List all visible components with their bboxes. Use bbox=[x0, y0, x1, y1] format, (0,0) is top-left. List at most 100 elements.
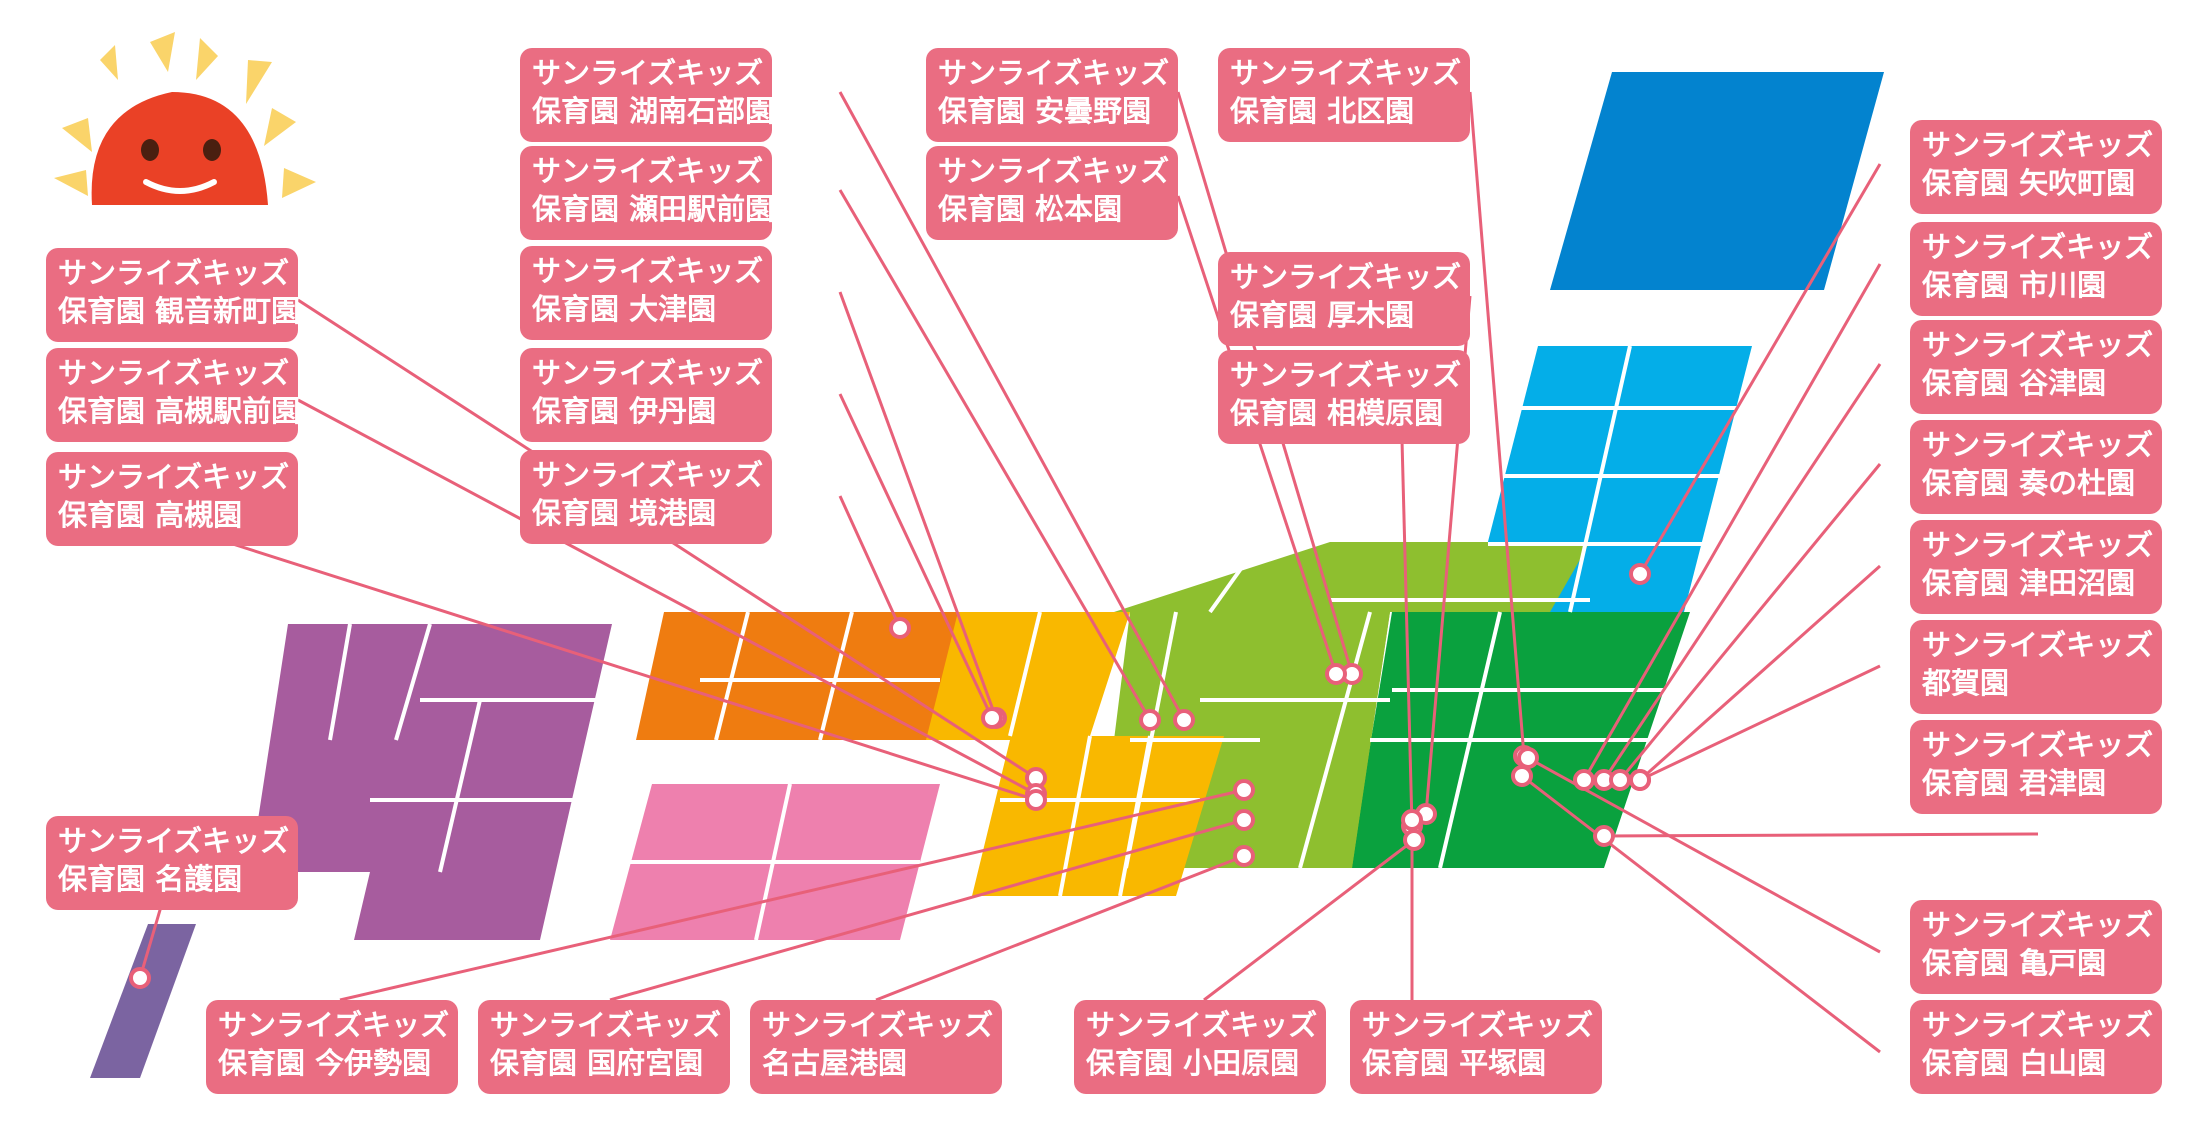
nursery-label[interactable]: サンライズキッズ保育園 白山園 bbox=[1910, 1000, 2162, 1094]
nursery-name: 保育園 矢吹町園 bbox=[1922, 166, 2136, 200]
nursery-brand: サンライズキッズ bbox=[532, 458, 764, 492]
nursery-name: 保育園 市川園 bbox=[1922, 268, 2107, 302]
nursery-brand: サンライズキッズ bbox=[532, 356, 764, 390]
nursery-label[interactable]: サンライズキッズ保育園 奏の杜園 bbox=[1910, 420, 2162, 514]
location-marker[interactable] bbox=[1233, 779, 1255, 801]
nursery-name: 保育園 平塚園 bbox=[1362, 1046, 1547, 1080]
prefecture-border bbox=[1438, 611, 1502, 869]
nursery-name: 保育園 瀬田駅前園 bbox=[532, 192, 775, 226]
location-marker[interactable] bbox=[1593, 825, 1615, 847]
location-marker[interactable] bbox=[981, 707, 1003, 729]
connector-line bbox=[1582, 263, 1882, 781]
nursery-name: 保育園 白山園 bbox=[1922, 1046, 2107, 1080]
nursery-name: 保育園 安曇野園 bbox=[938, 94, 1152, 128]
connector-line bbox=[297, 398, 1037, 796]
connector-line bbox=[838, 495, 902, 629]
connector-line bbox=[169, 522, 1037, 802]
nursery-label[interactable]: サンライズキッズ保育園 瀬田駅前園 bbox=[520, 146, 775, 240]
nursery-name: 保育園 小田原園 bbox=[1086, 1046, 1300, 1080]
nursery-label[interactable]: サンライズキッズ保育園 伊丹園 bbox=[520, 348, 772, 442]
nursery-label[interactable]: サンライズキッズ保育園 高槻園 bbox=[46, 452, 298, 546]
connector-line bbox=[609, 818, 1245, 1002]
nursery-brand: サンライズキッズ bbox=[532, 56, 764, 90]
nursery-brand: サンライズキッズ bbox=[1230, 260, 1462, 294]
connector-line bbox=[1603, 832, 2039, 838]
prefecture-border bbox=[328, 623, 352, 741]
nursery-label[interactable]: サンライズキッズ保育園 亀戸園 bbox=[1910, 900, 2162, 994]
nursery-brand: サンライズキッズ bbox=[1362, 1008, 1594, 1042]
prefecture-border bbox=[394, 623, 432, 741]
nursery-label[interactable]: サンライズキッズ保育園 谷津園 bbox=[1910, 320, 2162, 414]
nursery-label[interactable]: サンライズキッズ保育園 北区園 bbox=[1218, 48, 1470, 142]
nursery-name: 保育園 厚木園 bbox=[1230, 298, 1415, 332]
nursery-name: 保育園 奏の杜園 bbox=[1922, 466, 2136, 500]
prefecture-border bbox=[714, 611, 750, 741]
nursery-label[interactable]: サンライズキッズ保育園 名護園 bbox=[46, 816, 298, 910]
nursery-label[interactable]: サンライズキッズ保育園 津田沼園 bbox=[1910, 520, 2162, 614]
nursery-label[interactable]: サンライズキッズ保育園 境港園 bbox=[520, 450, 772, 544]
nursery-brand: サンライズキッズ bbox=[58, 824, 290, 858]
nursery-name: 保育園 国府宮園 bbox=[490, 1046, 704, 1080]
nursery-name: 保育園 湖南石部園 bbox=[532, 94, 775, 128]
nursery-name: 保育園 大津園 bbox=[532, 292, 717, 326]
location-marker[interactable] bbox=[1401, 809, 1423, 831]
location-marker[interactable] bbox=[1233, 809, 1255, 831]
nursery-label[interactable]: サンライズキッズ保育園 国府宮園 bbox=[478, 1000, 730, 1094]
nursery-brand: サンライズキッズ bbox=[1086, 1008, 1318, 1042]
nursery-brand: サンライズキッズ bbox=[1922, 1008, 2154, 1042]
location-marker[interactable] bbox=[1511, 765, 1533, 787]
nursery-label[interactable]: サンライズキッズ保育園 矢吹町園 bbox=[1910, 120, 2162, 214]
nursery-name: 保育園 観音新町園 bbox=[58, 294, 301, 328]
location-marker[interactable] bbox=[1403, 829, 1425, 851]
nursery-brand: サンライズキッズ bbox=[938, 56, 1170, 90]
location-marker[interactable] bbox=[1233, 845, 1255, 867]
nursery-label[interactable]: サンライズキッズ都賀園 bbox=[1910, 620, 2162, 714]
nursery-label[interactable]: サンライズキッズ保育園 大津園 bbox=[520, 246, 772, 340]
nursery-name: 保育園 君津園 bbox=[1922, 766, 2107, 800]
location-marker[interactable] bbox=[1629, 769, 1651, 791]
location-marker[interactable] bbox=[129, 967, 151, 989]
nursery-label[interactable]: サンライズキッズ保育園 湖南石部園 bbox=[520, 48, 775, 142]
nursery-brand: サンライズキッズ bbox=[1230, 358, 1462, 392]
nursery-label[interactable]: サンライズキッズ保育園 観音新町園 bbox=[46, 248, 301, 342]
nursery-label[interactable]: サンライズキッズ保育園 小田原園 bbox=[1074, 1000, 1326, 1094]
connector-line bbox=[1639, 664, 1881, 782]
nursery-label[interactable]: サンライズキッズ保育園 市川園 bbox=[1910, 222, 2162, 316]
nursery-brand: サンライズキッズ bbox=[762, 1008, 994, 1042]
nursery-label[interactable]: サンライズキッズ保育園 平塚園 bbox=[1350, 1000, 1602, 1094]
location-marker[interactable] bbox=[1025, 789, 1047, 811]
nursery-label[interactable]: サンライズキッズ保育園 安曇野園 bbox=[926, 48, 1178, 142]
nursery-brand: サンライズキッズ bbox=[1230, 56, 1462, 90]
nursery-name: 保育園 亀戸園 bbox=[1922, 946, 2107, 980]
location-marker[interactable] bbox=[889, 617, 911, 639]
location-marker[interactable] bbox=[1173, 709, 1195, 731]
nursery-label[interactable]: サンライズキッズ保育園 相模原園 bbox=[1218, 350, 1470, 444]
nursery-label[interactable]: サンライズキッズ保育園 今伊勢園 bbox=[206, 1000, 458, 1094]
connector-line bbox=[1203, 838, 1415, 1002]
nursery-brand: サンライズキッズ bbox=[58, 460, 290, 494]
connector-line bbox=[1468, 91, 1526, 757]
location-marker[interactable] bbox=[1573, 769, 1595, 791]
nursery-name: 名古屋港園 bbox=[762, 1046, 908, 1080]
nursery-label[interactable]: サンライズキッズ保育園 厚木園 bbox=[1218, 252, 1470, 346]
nursery-brand: サンライズキッズ bbox=[1922, 908, 2154, 942]
nursery-label[interactable]: サンライズキッズ保育園 君津園 bbox=[1910, 720, 2162, 814]
prefecture-border bbox=[1008, 611, 1042, 737]
connector-line bbox=[838, 393, 994, 719]
nursery-brand: サンライズキッズ bbox=[1922, 628, 2154, 662]
location-marker[interactable] bbox=[1517, 747, 1539, 769]
prefecture-border bbox=[1568, 345, 1632, 613]
nursery-name: 保育園 名護園 bbox=[58, 862, 243, 896]
connector-line bbox=[1602, 363, 1882, 781]
nursery-label[interactable]: サンライズキッズ保育園 高槻駅前園 bbox=[46, 348, 300, 442]
prefecture-border bbox=[1208, 540, 1262, 614]
location-marker[interactable] bbox=[1139, 709, 1161, 731]
nursery-label[interactable]: サンライズキッズ名古屋港園 bbox=[750, 1000, 1002, 1094]
location-marker[interactable] bbox=[1325, 663, 1347, 685]
location-marker[interactable] bbox=[1609, 769, 1631, 791]
location-marker[interactable] bbox=[1629, 563, 1651, 585]
nursery-name: 保育園 津田沼園 bbox=[1922, 566, 2136, 600]
smiling-sun-icon bbox=[54, 32, 316, 205]
nursery-label[interactable]: サンライズキッズ保育園 松本園 bbox=[926, 146, 1178, 240]
